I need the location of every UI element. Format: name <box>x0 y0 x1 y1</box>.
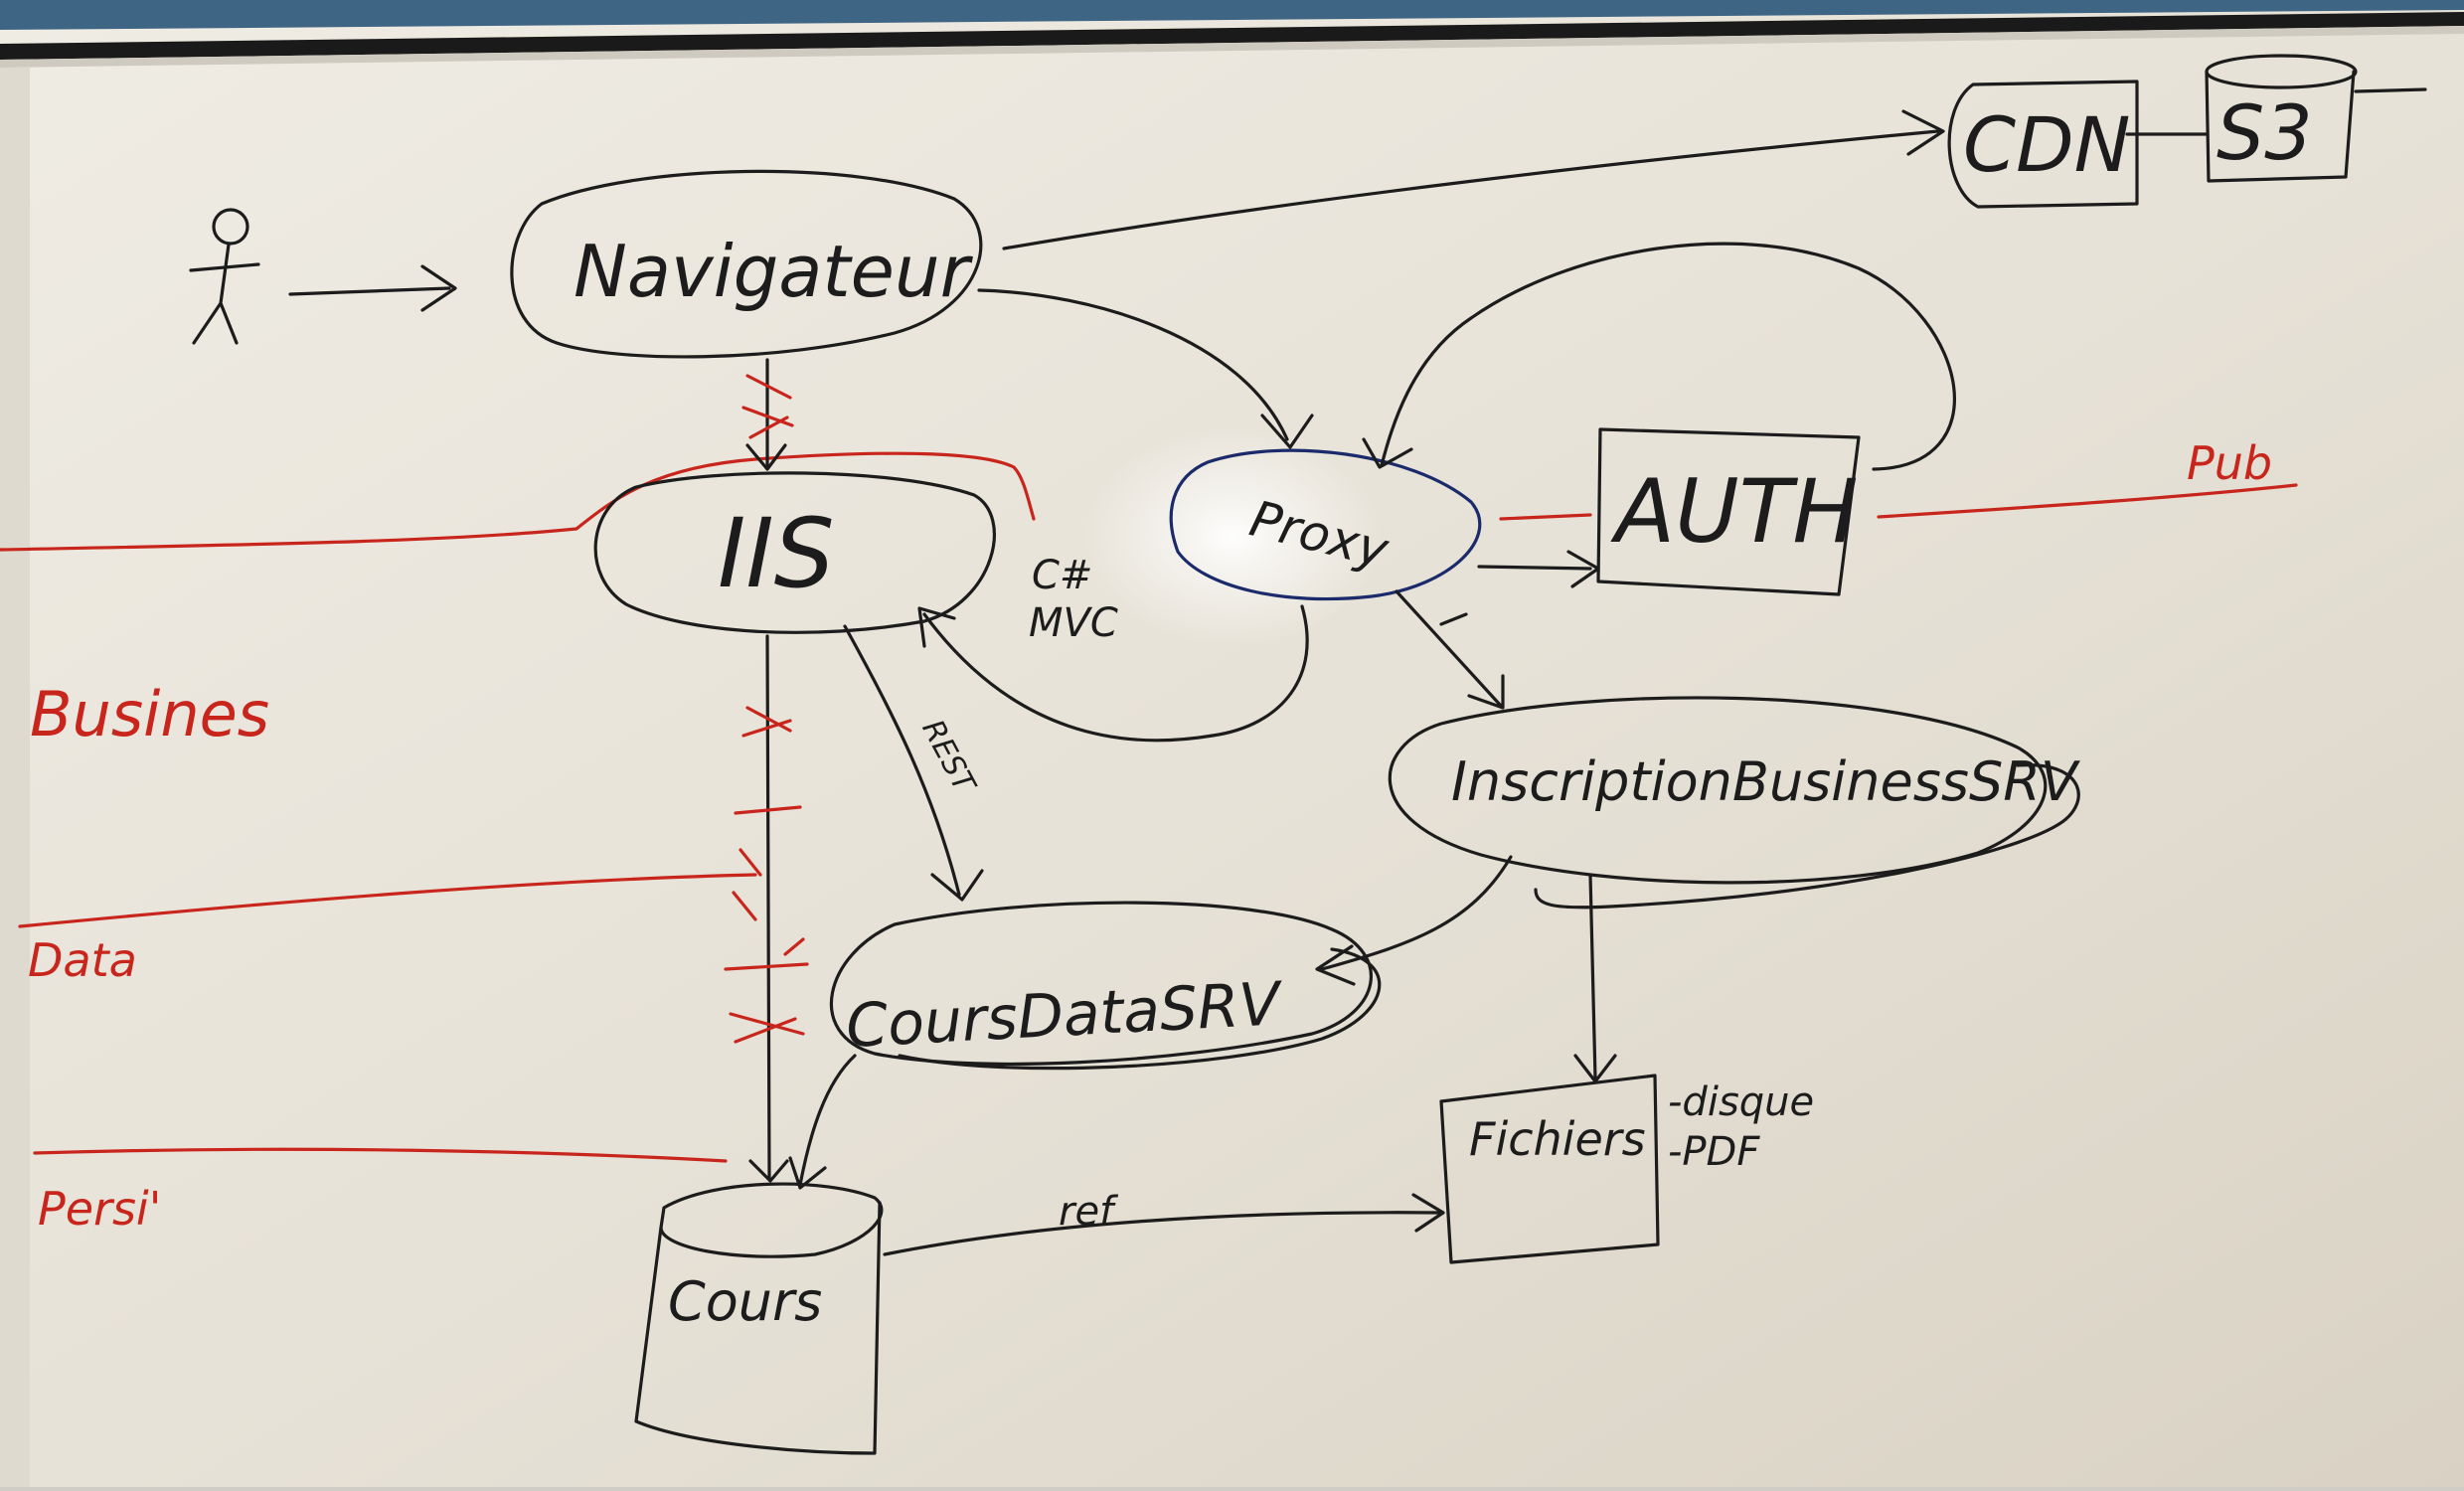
cours-to-fichiers-ref-arrow <box>883 1193 1445 1256</box>
cdn-node: CDN <box>1947 80 2139 209</box>
proxy-to-auth-arrow <box>1477 550 1600 588</box>
user-actor-icon <box>189 208 260 345</box>
disque-annotation: -disque <box>1668 1079 1814 1125</box>
iis-label: IIS <box>718 498 835 609</box>
iis-node: IIS <box>593 471 996 634</box>
light-glare <box>1083 427 1382 646</box>
fichiers-label: Fichiers <box>1469 1112 1646 1166</box>
layer-line-persist <box>33 1147 728 1163</box>
layer-label-business: Busines <box>30 678 269 750</box>
proxy-to-inscription-arrow <box>1395 589 1505 710</box>
proxy-to-iis-loop-arrow <box>917 604 1309 743</box>
inscription-label: InscriptionBusinessSRV <box>1451 750 2081 813</box>
whiteboard-left-frame <box>0 68 30 1487</box>
inscription-business-srv-node: InscriptionBusinessSRV <box>1388 696 2081 910</box>
fichiers-node: Fichiers <box>1439 1074 1660 1264</box>
cours-database-node: Cours <box>634 1182 884 1455</box>
layer-line-pub-right <box>1877 483 2298 519</box>
pdf-annotation: -PDF <box>1668 1129 1760 1175</box>
s3-database-node: S3 <box>2205 54 2358 183</box>
whiteboard-surface <box>0 10 2464 1487</box>
layer-line-pub-left <box>0 451 1036 552</box>
crossed-out-marks-bottom <box>724 706 809 1044</box>
navigateur-to-proxy-arrow <box>977 288 1314 449</box>
auth-to-proxy-loop-arrow <box>1362 242 1957 471</box>
layer-label-persist: Persi' <box>38 1182 161 1236</box>
navigateur-to-iis-arrow <box>745 358 787 471</box>
crossed-out-marks-top <box>741 374 794 439</box>
navigateur-label: Navigateur <box>574 230 974 313</box>
ref-annotation: ref <box>1059 1189 1119 1235</box>
mvc-annotation: MVC <box>1029 600 1118 646</box>
layer-label-pub: Pub <box>2187 436 2272 490</box>
auth-node: AUTH <box>1596 427 1861 596</box>
coursdata-to-cours-arrow <box>788 1054 857 1190</box>
navigateur-to-cdn-arrow <box>1002 109 1945 250</box>
cdn-label: CDN <box>1963 100 2130 189</box>
user-to-navigateur-arrow <box>288 264 457 312</box>
layer-label-data: Data <box>28 933 137 987</box>
layer-line-data <box>18 873 757 928</box>
navigateur-node: Navigateur <box>510 169 983 359</box>
csharp-annotation: C# <box>1032 553 1092 598</box>
s3-label: S3 <box>2217 88 2313 177</box>
cours-label: Cours <box>668 1270 822 1333</box>
iis-to-coursdata-rest-arrow <box>843 624 984 902</box>
auth-label: AUTH <box>1610 460 1859 563</box>
inscription-to-coursdata-arrow <box>1315 855 1513 986</box>
whiteboard-top-frame <box>0 12 2464 60</box>
